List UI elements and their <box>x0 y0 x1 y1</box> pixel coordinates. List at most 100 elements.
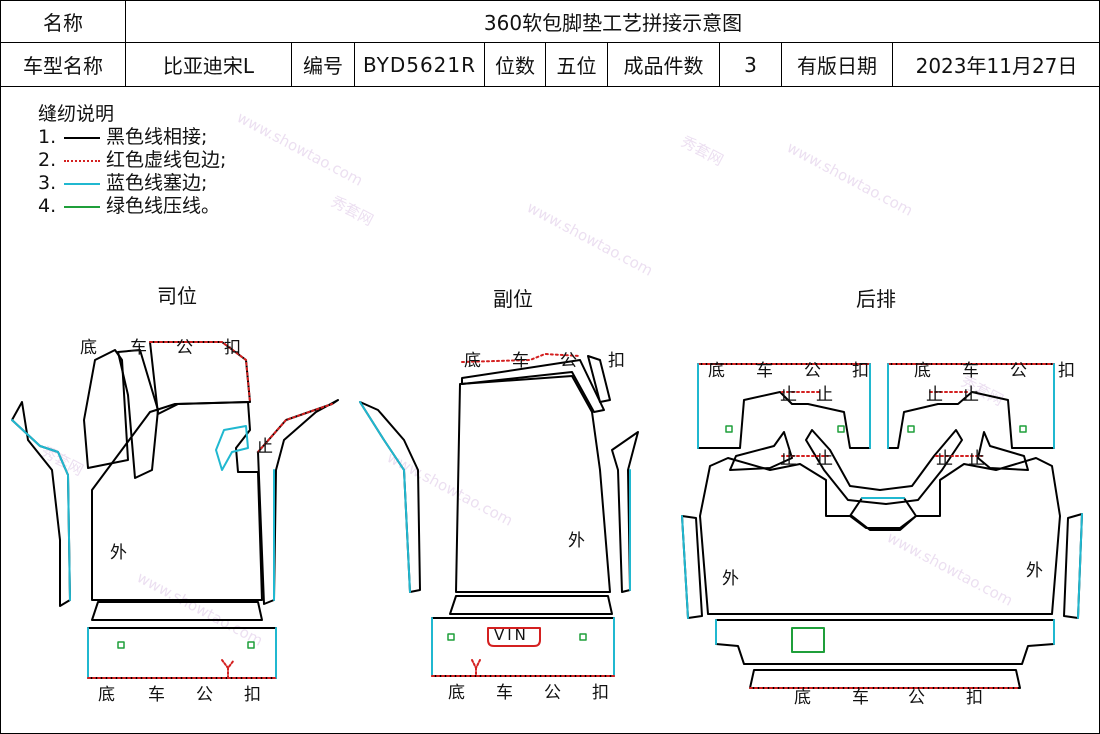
driver-green-marker <box>247 641 255 649</box>
rear-label-zhi: 止 <box>816 449 833 469</box>
rear-connector-left <box>729 431 793 471</box>
passenger-right-strip <box>611 431 639 593</box>
legend-item-blue: 3. 蓝色线塞边; <box>38 172 208 194</box>
passenger-right-tab <box>587 355 611 403</box>
passenger-heel-strip <box>449 595 613 615</box>
rear-green-marker <box>907 425 915 433</box>
date-label: 有版日期 <box>781 42 893 87</box>
driver-upper-mid-piece <box>117 349 159 479</box>
section-title-driver: 司位 <box>157 284 197 308</box>
passenger-label-che-top: 车 <box>512 351 529 371</box>
rear-left-label-di: 底 <box>708 361 725 381</box>
rear-seat-plate <box>715 619 1055 665</box>
rear-connector-right <box>977 431 1029 471</box>
driver-pattern <box>11 341 339 679</box>
driver-green-marker <box>117 641 125 649</box>
model-label: 车型名称 <box>0 42 126 87</box>
passenger-label-gong-top: 公 <box>560 351 577 371</box>
driver-label-wai: 外 <box>110 543 127 563</box>
code-value: BYD5621R <box>354 42 485 87</box>
driver-top-red-edge <box>149 341 251 403</box>
rear-green-window <box>791 627 825 653</box>
passenger-top-strip <box>461 359 605 413</box>
passenger-notch-red <box>471 659 481 677</box>
driver-label-di-bottom: 底 <box>98 685 115 705</box>
diagram-title: 360软包脚垫工艺拼接示意图 <box>124 0 1100 43</box>
rear-left-strip-blue <box>681 515 689 619</box>
header-table: 名称 360软包脚垫工艺拼接示意图 车型名称 比亚迪宋L 编号 BYD5621R… <box>0 0 1100 87</box>
rear-label-wai-left: 外 <box>722 569 739 589</box>
driver-heel-strip <box>91 601 263 621</box>
legend-item-green: 4. 绿色线压线。 <box>38 195 221 217</box>
passenger-green-marker <box>579 633 587 641</box>
rear-center-cap <box>849 497 917 529</box>
rear-label-zhi: 止 <box>926 385 943 405</box>
code-label: 编号 <box>291 42 355 87</box>
driver-label-di-top: 底 <box>80 338 97 358</box>
rear-green-marker <box>837 425 845 433</box>
rear-right-label-di: 底 <box>914 361 931 381</box>
passenger-main-floor <box>455 375 611 593</box>
rear-label-kou-bottom: 扣 <box>966 688 983 708</box>
rear-label-zhi: 止 <box>816 385 833 405</box>
rear-label-zhi: 止 <box>780 449 797 469</box>
driver-label-che-top: 车 <box>130 338 147 358</box>
rear-left-label-gong: 公 <box>804 361 821 381</box>
legend-title: 缝纫说明 <box>38 103 115 125</box>
rear-connector-inner <box>805 429 963 505</box>
rear-right-label-kou: 扣 <box>1058 361 1075 381</box>
driver-label-kou-bottom: 扣 <box>244 685 261 705</box>
driver-label-kou-top: 扣 <box>224 338 241 358</box>
legend-swatch-black <box>64 136 100 139</box>
rear-upper-right-blue <box>887 363 1055 449</box>
pieces-label: 成品件数 <box>607 42 720 87</box>
legend-swatch-blue <box>64 182 100 185</box>
driver-main-floor <box>91 401 263 601</box>
rear-label-zhi: 止 <box>780 385 797 405</box>
rear-bottom-strip <box>749 669 1021 689</box>
legend-item-red: 2. 红色虚线包边; <box>38 149 227 171</box>
rear-label-zhi: 止 <box>968 449 985 469</box>
rear-label-zhi: 止 <box>936 449 953 469</box>
sewing-legend: 缝纫说明 1. 黑色线相接; 2. 红色虚线包边; 3. 蓝色线塞边; 4. 绿… <box>38 103 226 218</box>
driver-notch-red <box>221 659 235 679</box>
passenger-label-kou-top: 扣 <box>608 351 625 371</box>
driver-bottom-plate <box>87 627 277 679</box>
date-value: 2023年11月27日 <box>891 42 1100 87</box>
driver-right-strip-red <box>257 403 333 453</box>
rear-green-marker <box>1019 425 1027 433</box>
legend-item-black: 1. 黑色线相接; <box>38 126 208 148</box>
rear-right-label-che: 车 <box>962 361 979 381</box>
rear-label-zhi: 止 <box>962 385 979 405</box>
rear-right-label-gong: 公 <box>1010 361 1027 381</box>
passenger-label-gong-bottom: 公 <box>544 683 561 703</box>
driver-upper-left-piece <box>83 349 129 469</box>
vin-window <box>487 627 541 647</box>
passenger-label-kou-bottom: 扣 <box>592 683 609 703</box>
seats-label: 位数 <box>484 42 546 87</box>
passenger-left-strip-blue <box>359 401 411 593</box>
passenger-left-strip <box>359 401 421 593</box>
passenger-green-marker <box>447 633 455 641</box>
rear-label-di-bottom: 底 <box>794 688 811 708</box>
rear-main-floor <box>699 457 1061 615</box>
driver-right-strip <box>257 399 339 605</box>
model-value: 比亚迪宋L <box>125 42 292 87</box>
legend-swatch-red <box>64 159 100 162</box>
passenger-bottom-plate-blue <box>431 617 615 677</box>
rear-left-label-che: 车 <box>756 361 773 381</box>
rear-label-gong-bottom: 公 <box>908 688 925 708</box>
pieces-value: 3 <box>719 42 782 87</box>
rear-pattern <box>681 363 1083 689</box>
driver-label-che-bottom: 车 <box>148 685 165 705</box>
passenger-top-red-edge <box>461 353 581 363</box>
rear-label-che-bottom: 车 <box>852 688 869 708</box>
passenger-label-di-top: 底 <box>464 351 481 371</box>
passenger-label-wai: 外 <box>568 531 585 551</box>
driver-bottom-plate-blue <box>87 627 277 679</box>
rear-upper-left-blue <box>697 363 871 449</box>
passenger-pattern <box>359 353 639 677</box>
rear-label-wai-right: 外 <box>1026 561 1043 581</box>
passenger-label-di-bottom: 底 <box>448 683 465 703</box>
